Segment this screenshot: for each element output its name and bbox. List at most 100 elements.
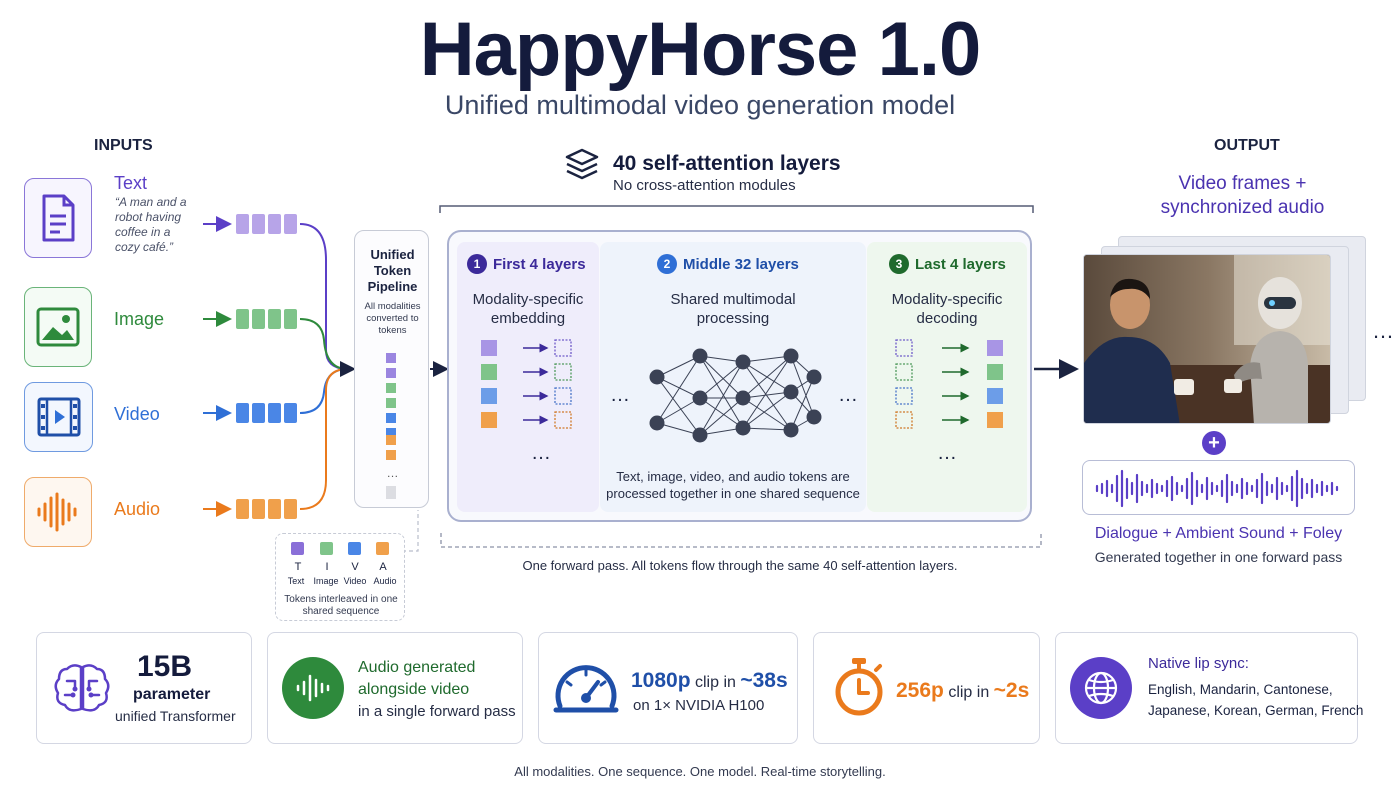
card-2-line1: Audio generated [358,659,476,676]
audio-input-label: Audio [114,499,161,519]
section-2-left-ellipsis: … [610,384,630,406]
text-input-quote: “A man and a robot having coffee in a co… [115,195,187,254]
section-3-subtitle: Modality-specific decoding [891,291,1003,327]
section-3-ellipsis: … [937,442,957,464]
legend-image-swatch [320,542,333,555]
card-5-line3: Japanese, Korean, German, French [1148,703,1364,718]
input-token-rows [236,214,297,519]
video-tokens [236,403,297,423]
card-1-line1: parameter [133,686,211,703]
section-2-subtitle: Shared multimodal processing [670,291,796,327]
image-merge-line [299,318,347,370]
card-3-mid: clip in [690,674,741,691]
legend-text-swatch [291,542,304,555]
legend-letter-t: T [294,561,302,573]
legend-name-image: Image [313,576,339,586]
output-heading: OUTPUT [1214,137,1280,154]
layers-heading: 40 self-attention layers [565,148,841,180]
frames-ellipsis: … [1372,318,1394,343]
film-icon [37,397,80,437]
card-3-big: 1080p [631,669,691,692]
plus-icon: + [1202,431,1226,455]
stopwatch-icon [828,655,890,717]
image-input-box [24,287,92,367]
section-3-number: 3 [889,254,909,274]
card-1-line2: unified Transformer [115,708,236,724]
output-audio-subtitle: Generated together in one forward pass [1094,549,1343,565]
video-input-label: Video [114,404,160,424]
card-1080p: 1080p clip in ~38s on 1× NVIDIA H100 [538,632,798,744]
speedometer-icon [551,651,621,721]
card-parameters: 15B parameter unified Transformer [36,632,252,744]
card-256p: 256p clip in ~2s [813,632,1040,744]
legend-name-audio: Audio [373,576,397,586]
output-audio-waveform [1082,460,1355,515]
image-input-label: Image [114,309,165,329]
section-middle-layers: 2 Middle 32 layers Shared multimodal pro… [600,242,866,512]
section-2-title: Middle 32 layers [683,255,799,273]
waveform-icon [37,492,77,532]
audio-tokens [236,499,297,519]
token-pipeline: Unified Token Pipeline All modalities co… [354,230,429,508]
card-4-headline: 256p clip in ~2s [896,679,1029,703]
document-icon [42,194,75,242]
picture-icon [36,307,80,347]
card-4-mid: clip in [943,684,994,701]
text-input-box [24,178,92,258]
cafe-scene-image [1084,255,1330,423]
section-last-layers: 3 Last 4 layers Modality-specific decodi… [867,242,1027,512]
card-2-line2: alongside video [358,681,470,698]
pipeline-title: Unified Token Pipeline [367,247,418,294]
video-input-box [24,382,93,452]
text-input-label: Text [114,173,148,193]
legend-audio-swatch [376,542,389,555]
card-3-headline: 1080p clip in ~38s [631,669,788,693]
section-3-title: Last 4 layers [915,255,1006,273]
inputs-heading: INPUTS [94,137,153,154]
layers-subtitle: No cross-attention modules [613,177,796,194]
token-legend: T I V A Text Image Video Audio Tokens in… [275,533,405,621]
text-merge-line [299,223,347,370]
globe-circle-icon [1070,657,1132,719]
embedding-arrows [481,339,572,429]
section-1-head: 1 First 4 layers [467,254,586,274]
section-2-note: Text, image, video, and audio tokens are… [606,469,860,501]
legend-letter-a: A [379,561,387,573]
section-3-head: 3 Last 4 layers [889,254,1006,274]
pipeline-subtitle: All modalities converted to tokens [364,301,421,336]
video-frame-front [1083,254,1331,424]
bottom-bracket [440,533,1042,548]
audio-waveform-icon [1095,469,1339,508]
stack-layers-icon [565,148,599,180]
brain-icon [51,657,113,719]
section-2-number: 2 [657,254,677,274]
page-title: HappyHorse 1.0 [419,7,981,92]
section-1-ellipsis: … [531,442,551,464]
card-4-big2: ~2s [993,679,1030,702]
video-merge-line [299,368,347,414]
layers-title: 40 self-attention layers [613,152,841,175]
card-5-line1: Native lip sync: [1148,655,1249,672]
section-2-right-ellipsis: … [838,384,858,406]
legend-letter-v: V [351,561,359,573]
section-1-number: 1 [467,254,487,274]
card-lip-sync: Native lip sync: English, Mandarin, Cant… [1055,632,1363,744]
image-tokens [236,309,297,329]
card-audio: Audio generated alongside video in a sin… [267,632,523,744]
legend-name-video: Video [343,576,367,586]
footer-tagline: All modalities. One sequence. One model.… [514,764,886,779]
text-tokens [236,214,297,234]
legend-name-text: Text [287,576,305,586]
layers-panel: 1 First 4 layers Modality-specific embed… [447,230,1032,522]
section-1-title: First 4 layers [493,255,586,273]
legend-video-swatch [348,542,361,555]
decoding-arrows [895,339,1003,429]
shared-network-graph [649,348,822,443]
top-bracket [439,205,1034,213]
section-1-subtitle: Modality-specific embedding [472,291,584,327]
card-5-line2: English, Mandarin, Cantonese, [1148,682,1333,697]
audio-input-box [24,477,92,547]
legend-caption: Tokens interleaved in one shared sequenc… [284,594,398,617]
pipeline-ellipsis: … [386,466,399,480]
card-3-big2: ~38s [740,669,788,692]
